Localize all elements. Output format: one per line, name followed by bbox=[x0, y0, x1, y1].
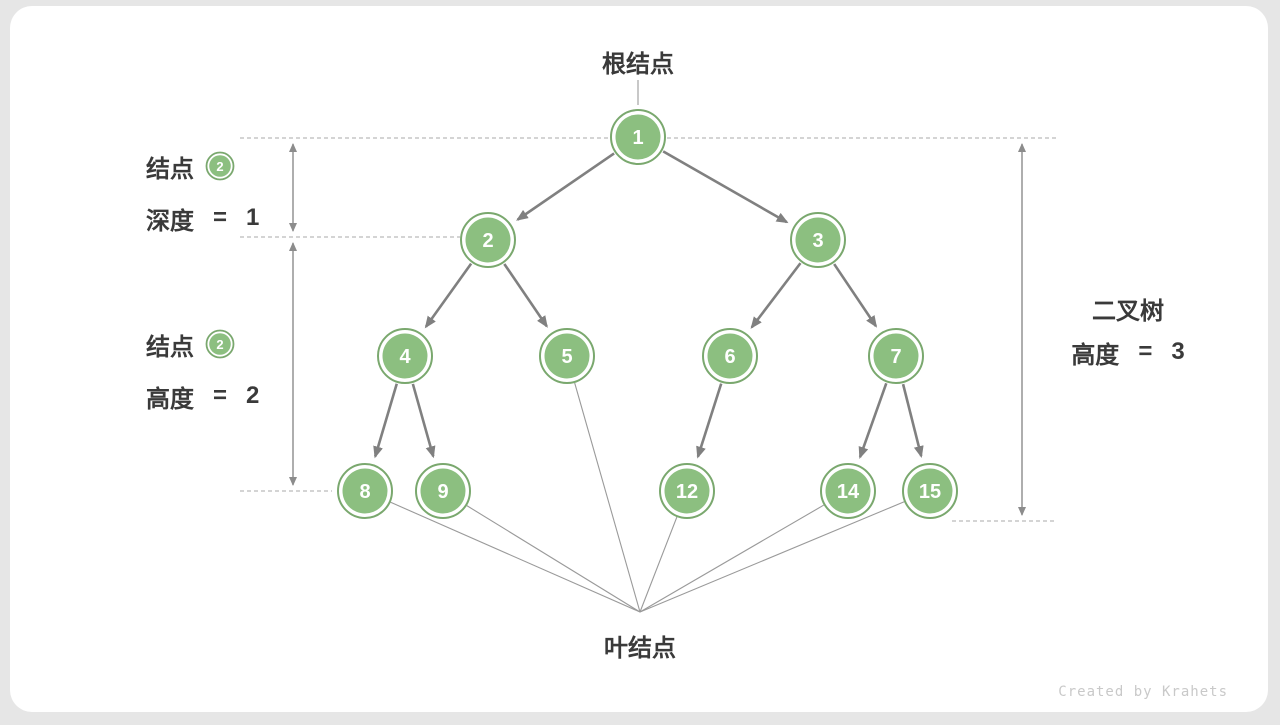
node-height-prefix: 结点 bbox=[146, 333, 194, 361]
leaf-pointer-line bbox=[574, 382, 641, 613]
leaf-pointer-line bbox=[639, 504, 825, 613]
svg-text:9: 9 bbox=[437, 481, 448, 503]
height-word: 高度 bbox=[146, 385, 194, 413]
root-node-label: 根结点 bbox=[602, 51, 674, 78]
tree-node-9: 9 bbox=[415, 463, 471, 519]
leaf-node-label: 叶结点 bbox=[604, 635, 676, 662]
node-height-annotation: 结点 2 高度 = 2 bbox=[146, 328, 260, 413]
tree-node-6: 6 bbox=[702, 328, 758, 384]
tree-edge bbox=[411, 383, 436, 459]
tree-node-1: 1 bbox=[610, 109, 666, 165]
tree-height-annotation: 二叉树 高度 = 3 bbox=[1058, 292, 1198, 369]
depth-value: 1 bbox=[246, 204, 260, 231]
tree-node-7: 7 bbox=[868, 328, 924, 384]
svg-text:15: 15 bbox=[919, 481, 941, 503]
tree-edge bbox=[516, 152, 615, 221]
tree-edge bbox=[662, 150, 789, 224]
svg-text:6: 6 bbox=[724, 346, 735, 368]
watermark: Created by Krahets bbox=[1058, 684, 1228, 700]
tree-height-equals: = bbox=[1138, 338, 1153, 365]
svg-text:3: 3 bbox=[812, 230, 823, 252]
tree-node-3: 3 bbox=[790, 212, 846, 268]
leaf-pointer-line bbox=[639, 516, 678, 613]
node-badge-icon: 2 bbox=[205, 329, 235, 359]
tree-word: 二叉树 bbox=[1092, 297, 1164, 325]
svg-text:7: 7 bbox=[890, 346, 901, 368]
tree-node-12: 12 bbox=[659, 463, 715, 519]
leaf-pointer-line bbox=[466, 505, 641, 613]
tree-edge bbox=[373, 383, 399, 459]
tree-edge bbox=[696, 383, 723, 459]
depth-word: 深度 bbox=[146, 207, 194, 235]
svg-text:8: 8 bbox=[359, 481, 370, 503]
tree-node-15: 15 bbox=[902, 463, 958, 519]
svg-text:2: 2 bbox=[216, 159, 223, 174]
svg-text:2: 2 bbox=[482, 230, 493, 252]
tree-edge bbox=[858, 382, 888, 459]
leaf-pointer-line bbox=[639, 501, 905, 613]
tree-edge bbox=[503, 263, 548, 328]
leaf-pointer-line bbox=[390, 501, 641, 613]
tree-height-word: 高度 bbox=[1071, 341, 1120, 369]
tree-edge bbox=[833, 263, 878, 328]
svg-text:4: 4 bbox=[399, 346, 411, 368]
svg-text:12: 12 bbox=[676, 481, 698, 503]
height-equals: = bbox=[213, 382, 228, 409]
tree-edge bbox=[424, 262, 473, 329]
svg-text:14: 14 bbox=[837, 481, 860, 503]
tree-node-8: 8 bbox=[337, 463, 393, 519]
svg-text:2: 2 bbox=[216, 337, 223, 352]
node-badge-icon: 2 bbox=[205, 151, 235, 181]
tree-height-value: 3 bbox=[1171, 338, 1185, 365]
tree-node-5: 5 bbox=[539, 328, 595, 384]
node-depth-annotation: 结点 2 深度 = 1 bbox=[146, 150, 260, 235]
node-depth-prefix: 结点 bbox=[146, 155, 194, 183]
tree-node-4: 4 bbox=[377, 328, 433, 384]
tree-edge bbox=[750, 262, 802, 329]
depth-equals: = bbox=[213, 204, 228, 231]
svg-text:5: 5 bbox=[561, 346, 572, 368]
tree-node-14: 14 bbox=[820, 463, 876, 519]
tree-edge bbox=[901, 383, 924, 459]
height-value: 2 bbox=[246, 382, 260, 409]
tree-node-2: 2 bbox=[460, 212, 516, 268]
svg-text:1: 1 bbox=[632, 127, 643, 149]
